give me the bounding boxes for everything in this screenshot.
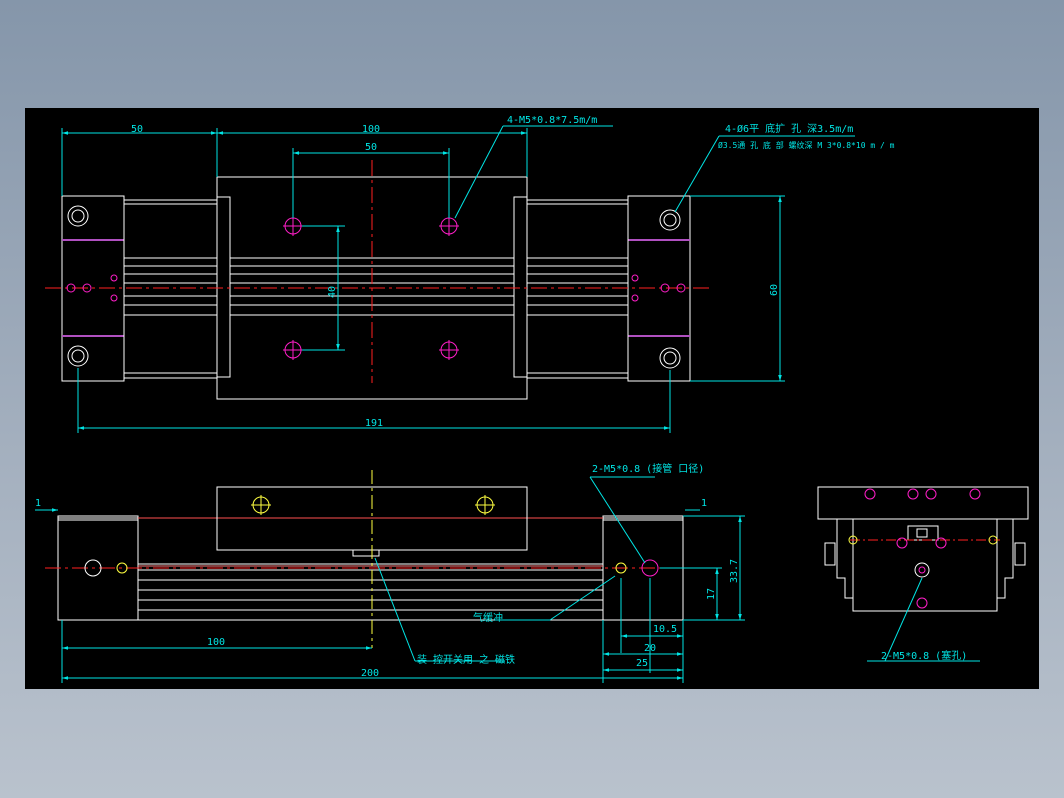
dim-left-50: 50 — [131, 124, 143, 135]
dim-gap-left: 1 — [35, 498, 41, 509]
end-view — [817, 486, 1029, 662]
side-view — [35, 470, 745, 683]
dim-total-100: 100 — [362, 124, 380, 135]
cad-drawing: 50 100 50 40 60 191 4-M5*0.8*7.5m/m 4-Ø6… — [35, 115, 1029, 683]
dim-height-17: 17 — [706, 588, 717, 600]
top-view — [45, 125, 855, 433]
label-switch: 装 控开关用 之 磁铁 — [417, 653, 515, 666]
callout-counterbore-line2: Ø3.5通 孔 底 部 螺纹深 M 3*0.8*10 m / m — [718, 140, 895, 150]
callout-mount-holes: 4-M5*0.8*7.5m/m — [507, 115, 597, 126]
side-left-end-cap — [57, 517, 139, 621]
dim-hole-pitch-50: 50 — [365, 142, 377, 153]
dim-25: 25 — [636, 658, 648, 669]
end-view-body — [852, 518, 998, 612]
label-air-pipe: 气缓冲 — [473, 611, 503, 624]
dim-20: 20 — [644, 643, 656, 654]
dim-side-200: 200 — [361, 668, 379, 679]
side-hole-icons — [84, 495, 659, 577]
dim-height-60: 60 — [769, 284, 780, 296]
side-tube — [137, 563, 604, 621]
end-view-table — [817, 486, 1029, 520]
callout-plug: 2-M5*0.8 (塞孔) — [881, 649, 967, 662]
dim-10-5: 10.5 — [653, 624, 677, 635]
end-view-hole-icons — [848, 488, 998, 609]
cad-drawing-sheet: 50 100 50 40 60 191 4-M5*0.8*7.5m/m 4-Ø6… — [25, 108, 1039, 689]
side-right-end-cap — [602, 517, 684, 621]
dim-overall-191: 191 — [365, 418, 383, 429]
dim-gap-right: 1 — [701, 498, 707, 509]
dim-vertical-40: 40 — [327, 286, 338, 298]
counterbore-hole-icons — [67, 205, 681, 369]
callout-counterbore-line1: 4-Ø6平 底扩 孔 深3.5m/m — [725, 122, 853, 135]
dim-side-100: 100 — [207, 637, 225, 648]
callout-ports: 2-M5*0.8 (接管 口径) — [592, 462, 704, 475]
dim-height-33-7: 33.7 — [729, 559, 740, 583]
